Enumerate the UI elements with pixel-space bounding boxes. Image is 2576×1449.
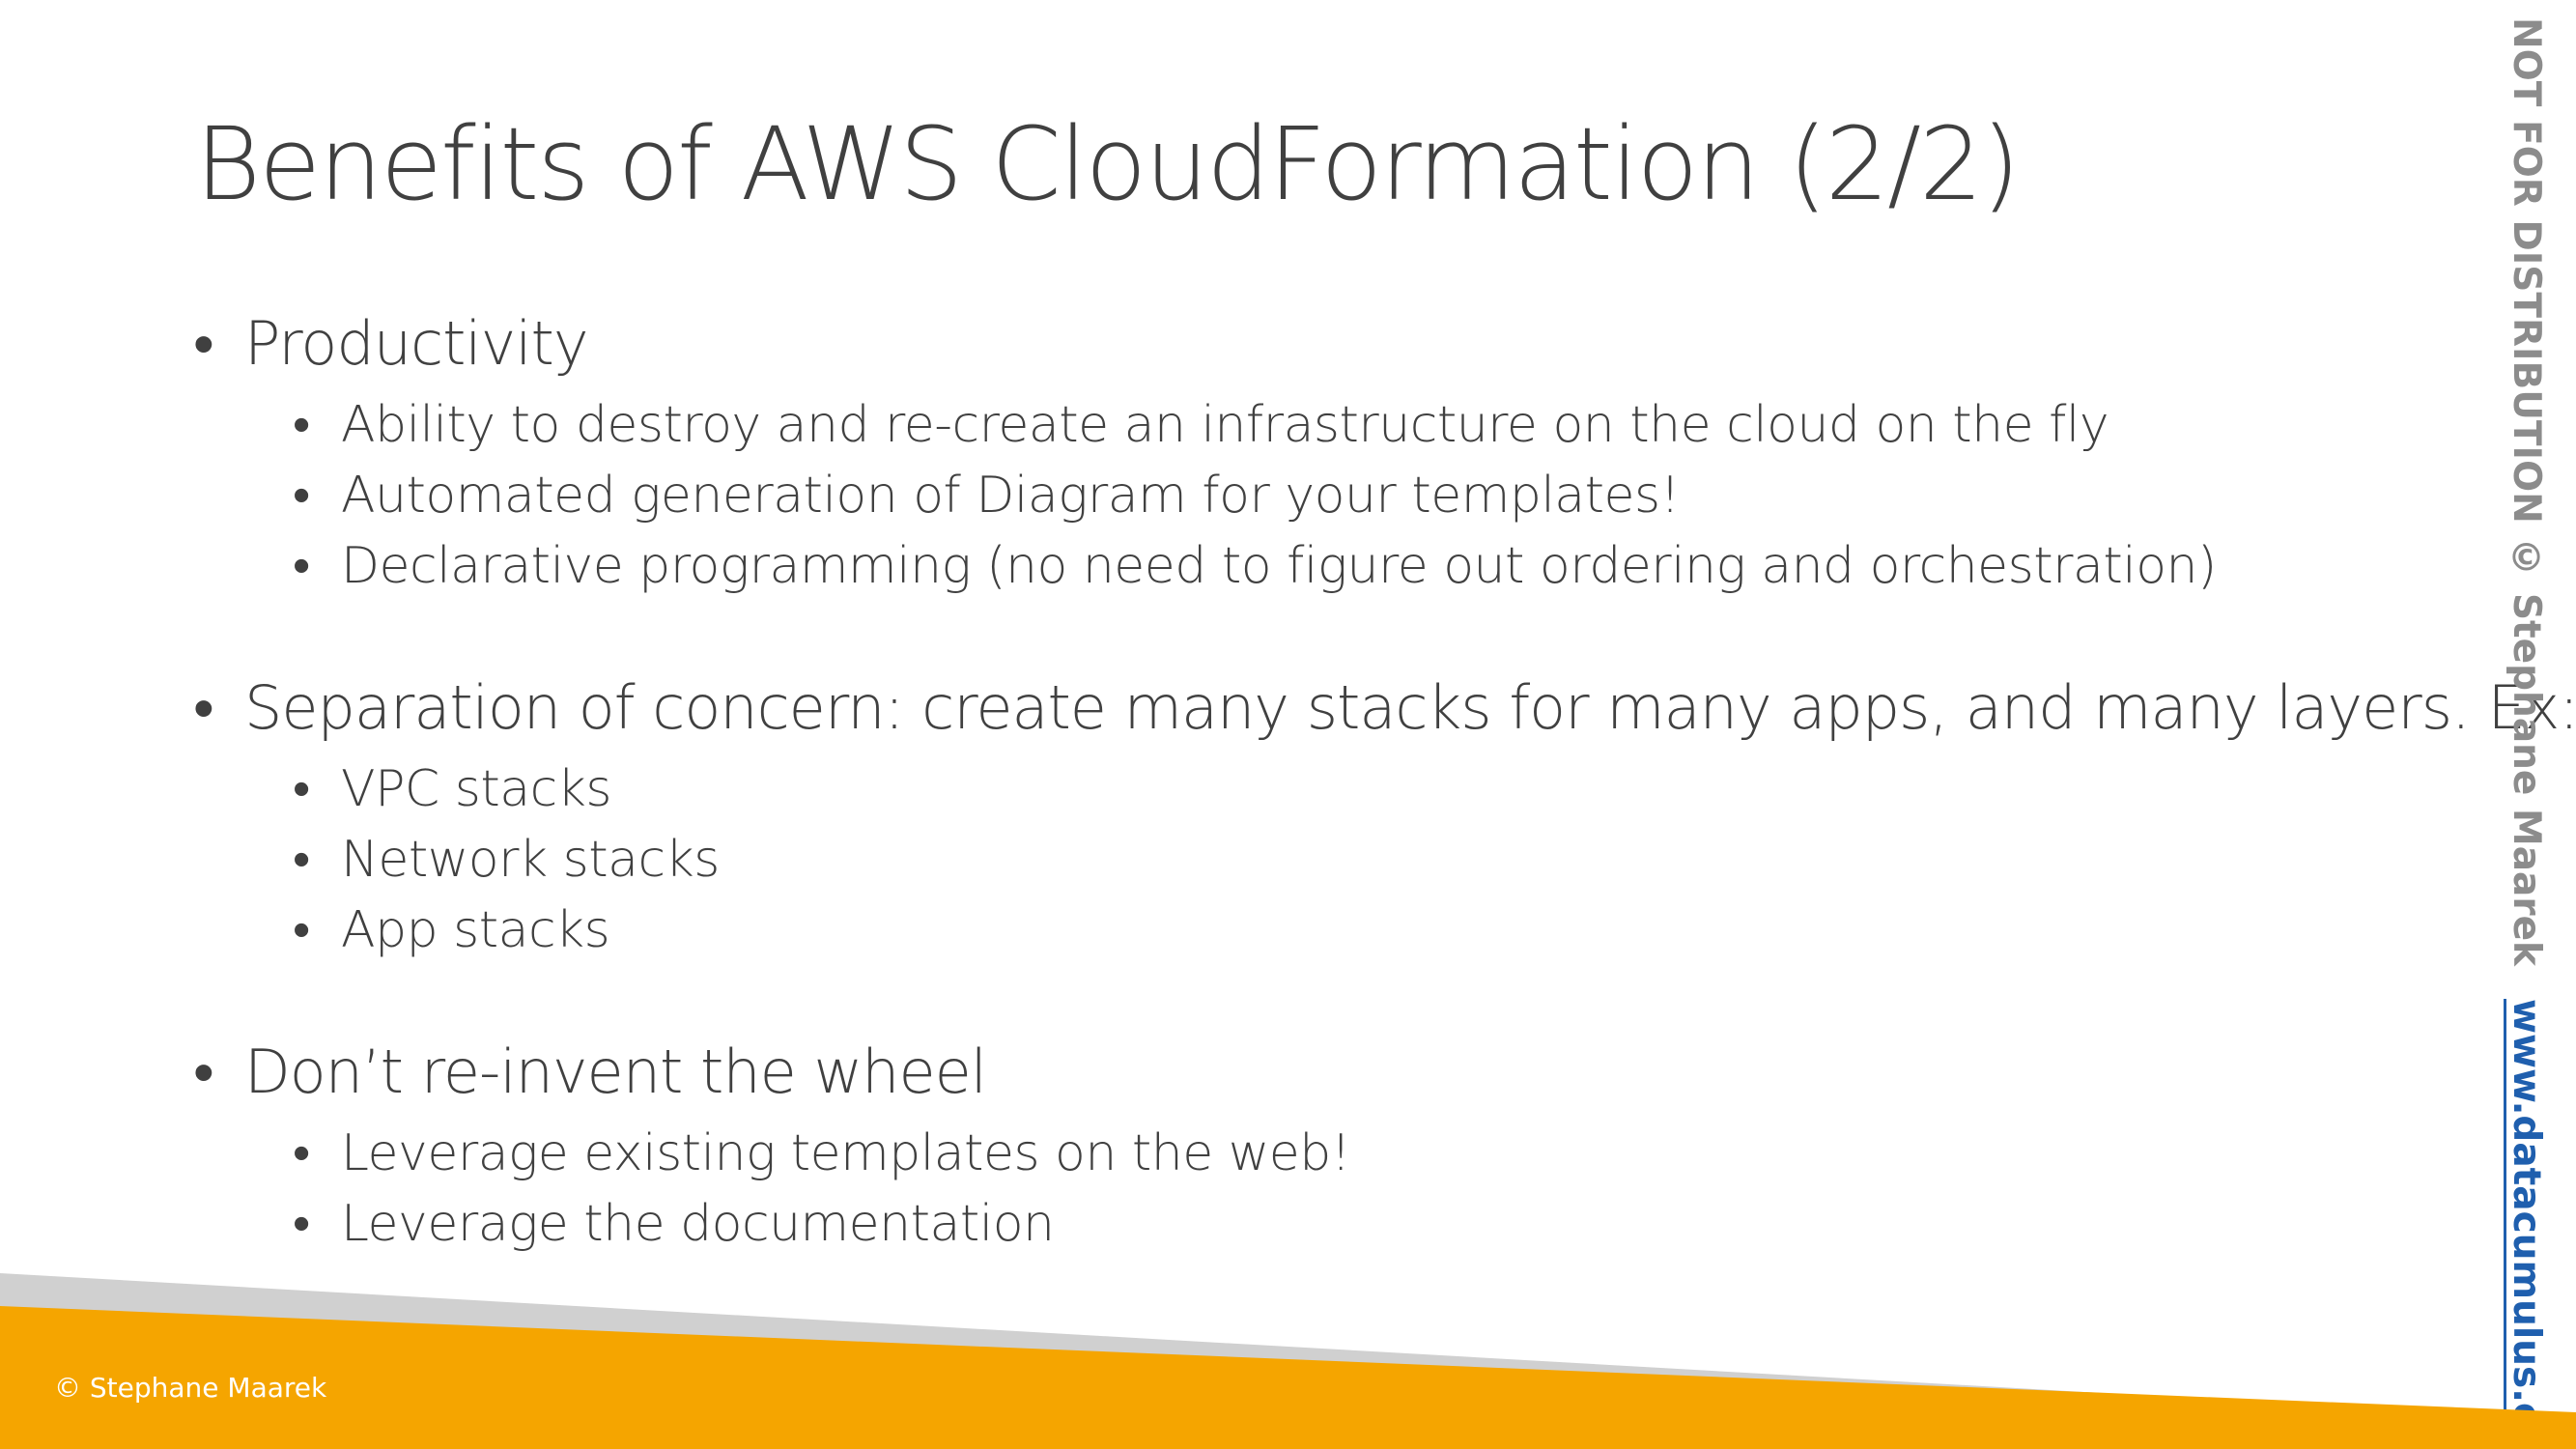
slide-title: Benefits of AWS CloudFormation (2/2) [195,105,2021,223]
bullet-item: Network stacks [293,825,2463,895]
bullet-heading: Separation of concern: create many stack… [193,662,2576,754]
section-dont-reinvent: Don’t re-invent the wheel Leverage exist… [193,1026,2463,1260]
footer-band [0,1273,2576,1449]
bullet-item: App stacks [293,895,2463,966]
bullet-item: Leverage existing templates on the web! [293,1119,2463,1189]
website-link[interactable]: www.datacumulus.com [2505,998,2548,1449]
slide-content: Productivity Ability to destroy and re-c… [193,298,2576,1320]
section-separation-of-concern: Separation of concern: create many stack… [193,662,2576,966]
footer-copyright: © Stephane Maarek [54,1372,327,1404]
distribution-notice: NOT FOR DISTRIBUTION © Stephane Maarek w… [2502,17,2550,1449]
footer-orange-band [0,1306,2576,1449]
bullet-heading: Productivity [193,298,2463,390]
bullet-heading: Don’t re-invent the wheel [193,1026,2463,1119]
bullet-item: Declarative programming (no need to figu… [293,531,2463,602]
notice-text: NOT FOR DISTRIBUTION © Stephane Maarek [2505,17,2548,966]
bullet-item: Ability to destroy and re-create an infr… [293,390,2463,461]
bullet-item: VPC stacks [293,754,2463,825]
section-productivity: Productivity Ability to destroy and re-c… [193,298,2463,602]
bullet-item: Automated generation of Diagram for your… [293,461,2463,531]
bullet-item: Leverage the documentation [293,1189,2463,1260]
